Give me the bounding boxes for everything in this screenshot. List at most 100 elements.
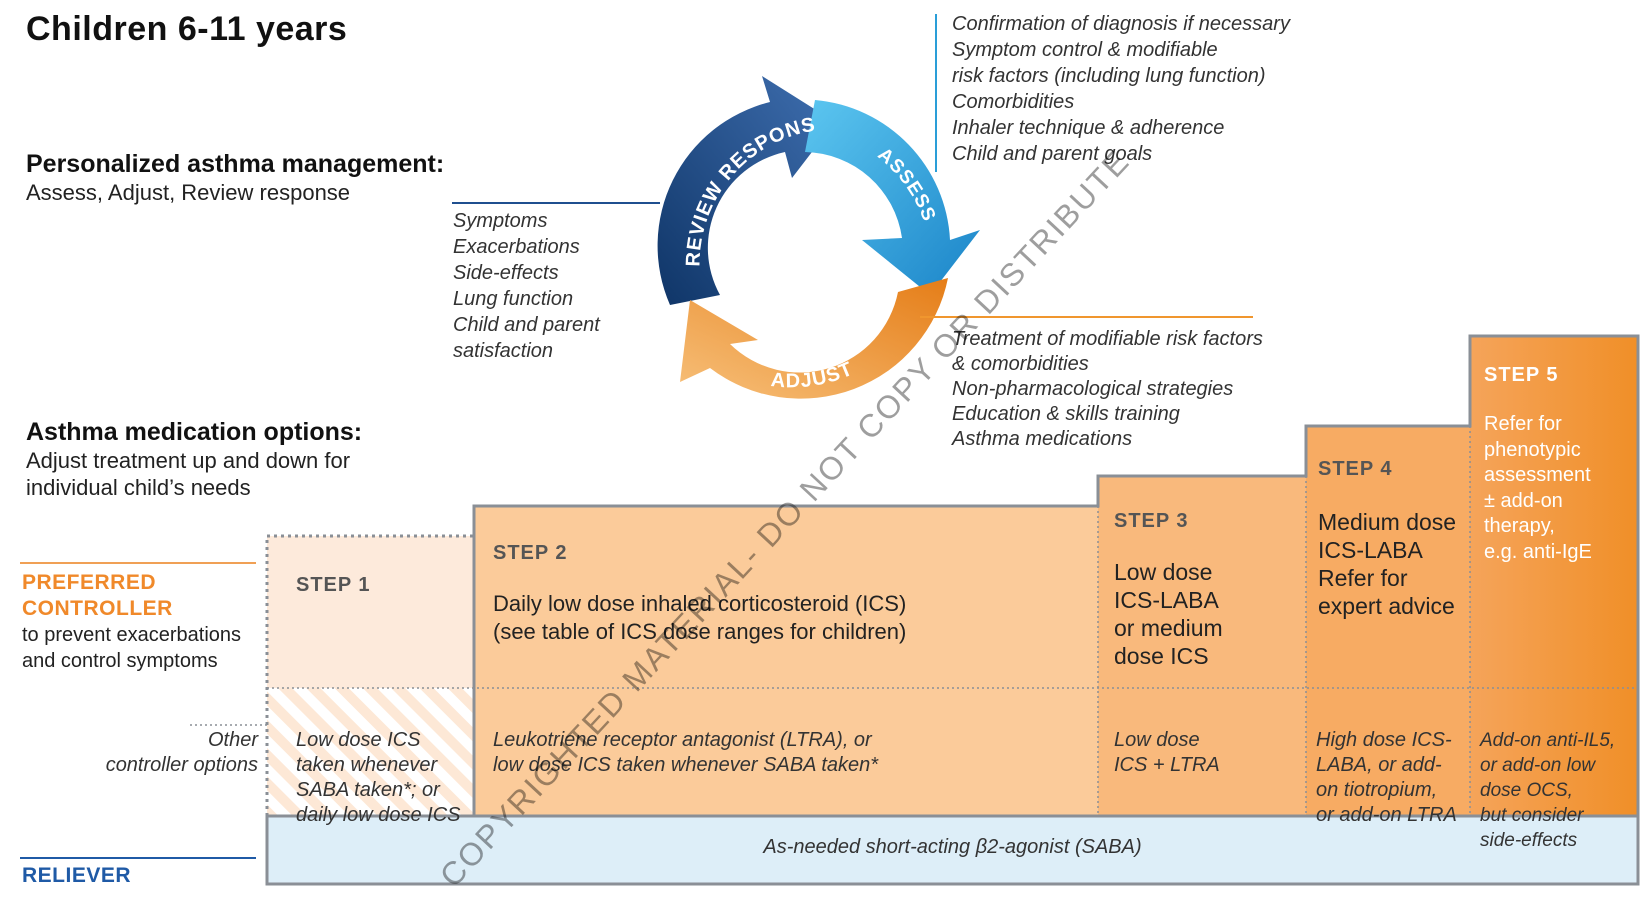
management-cycle-diagram: REVIEW RESPONSE ASSESS ADJUST <box>630 60 980 399</box>
list-item: Education & skills training <box>952 403 1180 425</box>
other-label-line: Other <box>207 729 258 751</box>
assess-arrow <box>805 100 980 295</box>
preferred-controller-description: to prevent exacerbations and control sym… <box>22 622 241 674</box>
other-controller-options-label: Other controller options <box>60 728 258 778</box>
other-label-line: controller options <box>105 754 258 776</box>
other-option-line: low dose ICS taken whenever SABA taken* <box>493 754 879 776</box>
other-option-line: Add-on anti-IL5, <box>1480 730 1616 751</box>
list-item: Comorbidities <box>952 91 1075 113</box>
preferred-line: dose ICS <box>1114 643 1209 669</box>
step-4-other-options: High dose ICS- LABA, or add- on tiotropi… <box>1316 728 1457 828</box>
list-item: Side-effects <box>453 262 559 284</box>
review-items-list: Symptoms Exacerbations Side-effects Lung… <box>453 208 600 364</box>
preferred-line: Daily low dose inhaled corticosteroid (I… <box>493 591 907 616</box>
list-item: Symptom control & modifiable <box>952 39 1218 61</box>
medication-line: individual child’s needs <box>26 475 251 500</box>
list-item: satisfaction <box>453 340 554 362</box>
list-item: Child and parent goals <box>952 143 1153 165</box>
preferred-line: ± add-on <box>1484 489 1563 512</box>
adjust-connector-line <box>920 316 1253 318</box>
preferred-controller-label: PREFERRED CONTROLLER <box>22 570 173 622</box>
medication-heading: Asthma medication options: <box>26 418 363 446</box>
other-option-line: Low dose <box>1114 729 1200 751</box>
step-4-preferred: Medium dose ICS-LABA Refer for expert ad… <box>1318 508 1456 620</box>
other-option-line: High dose ICS- <box>1316 729 1452 751</box>
assess-items-list: Confirmation of diagnosis if necessary S… <box>952 11 1290 167</box>
step-5-heading: STEP 5 <box>1484 364 1559 386</box>
step-3-preferred: Low dose ICS-LABA or medium dose ICS <box>1114 558 1223 670</box>
preferred-line: ICS-LABA <box>1114 587 1219 613</box>
list-item: Treatment of modifiable risk factors <box>952 328 1263 350</box>
list-item: Lung function <box>453 288 574 310</box>
other-option-line: or add-on LTRA <box>1316 804 1457 826</box>
preferred-label-line: CONTROLLER <box>22 597 173 620</box>
step-5-preferred: Refer for phenotypic assessment ± add-on… <box>1484 412 1592 565</box>
step-1-other-options: Low dose ICS taken whenever SABA taken*;… <box>296 728 461 828</box>
other-option-line: daily low dose ICS <box>296 804 461 826</box>
step-2-preferred: Daily low dose inhaled corticosteroid (I… <box>493 590 906 646</box>
preferred-line: Refer for <box>1484 413 1562 435</box>
step-1-outline <box>265 534 474 816</box>
list-item: Asthma medications <box>952 428 1133 450</box>
adjust-items-list: Treatment of modifiable risk factors & c… <box>952 327 1263 452</box>
other-option-line: SABA taken*; or <box>296 779 440 801</box>
other-option-line: dose OCS, <box>1480 780 1573 801</box>
other-option-line: or add-on low <box>1480 755 1596 776</box>
preferred-line: therapy, <box>1484 515 1555 537</box>
step-4-heading: STEP 4 <box>1318 458 1393 480</box>
other-option-line: taken whenever <box>296 754 438 776</box>
reliever-text: As-needed short-acting β2-agonist (SABA) <box>763 836 1142 858</box>
list-item: Child and parent <box>453 314 600 336</box>
step-1-heading: STEP 1 <box>296 574 371 596</box>
reliever-bar <box>265 814 1640 886</box>
review-connector-line <box>452 202 660 204</box>
step-3-other-options: Low dose ICS + LTRA <box>1114 728 1220 778</box>
step-5-other-options: Add-on anti-IL5, or add-on low dose OCS,… <box>1480 728 1615 853</box>
preferred-line: e.g. anti-IgE <box>1484 540 1592 563</box>
preferred-line: Low dose <box>1114 559 1213 585</box>
preferred-line: phenotypic <box>1484 438 1581 461</box>
medication-description: Adjust treatment up and down for individ… <box>26 447 350 501</box>
preferred-line: (see table of ICS dose ranges for childr… <box>493 619 907 644</box>
step-1-other-stripes <box>267 688 474 816</box>
page-title: Children 6-11 years <box>26 10 348 48</box>
step-3-box <box>1098 476 1306 816</box>
preferred-line: assessment <box>1484 464 1591 486</box>
preferred-line: or medium <box>1114 615 1223 641</box>
list-item: Inhaler technique & adherence <box>952 117 1225 139</box>
list-item: & comorbidities <box>952 353 1089 375</box>
preferred-line: Medium dose <box>1318 509 1457 535</box>
step-2-heading: STEP 2 <box>493 542 568 564</box>
other-option-line: side-effects <box>1480 830 1578 851</box>
assess-connector-line <box>935 14 937 172</box>
list-item: Non-pharmacological strategies <box>952 378 1234 400</box>
preferred-desc-line: and control symptoms <box>22 650 218 672</box>
preferred-line: expert advice <box>1318 593 1455 619</box>
list-item: Symptoms <box>453 210 548 232</box>
list-item: risk factors (including lung function) <box>952 65 1266 87</box>
adjust-arrow <box>680 278 948 399</box>
step-3-heading: STEP 3 <box>1114 510 1189 532</box>
list-item: Exacerbations <box>453 236 580 258</box>
step-2-box <box>474 506 1098 816</box>
step-2-other-options: Leukotriene receptor antagonist (LTRA), … <box>493 728 878 778</box>
staircase-outline <box>472 334 1640 816</box>
review-response-arrow <box>657 76 835 305</box>
other-option-line: but consider <box>1480 805 1584 826</box>
management-subtitle: Assess, Adjust, Review response <box>26 180 351 205</box>
other-option-line: Leukotriene receptor antagonist (LTRA), … <box>493 729 872 751</box>
other-option-line: Low dose ICS <box>296 729 421 751</box>
preferred-desc-line: to prevent exacerbations <box>22 624 242 646</box>
other-option-line: ICS + LTRA <box>1114 754 1220 776</box>
list-item: Confirmation of diagnosis if necessary <box>952 13 1290 35</box>
step-5-box <box>1470 336 1638 816</box>
other-option-line: on tiotropium, <box>1316 779 1438 801</box>
step-4-box <box>1306 426 1470 816</box>
management-heading: Personalized asthma management: <box>26 150 445 178</box>
preferred-line: ICS-LABA <box>1318 537 1423 563</box>
other-option-line: LABA, or add- <box>1316 754 1442 776</box>
preferred-line: Refer for <box>1318 565 1408 591</box>
medication-line: Adjust treatment up and down for <box>26 448 351 473</box>
reliever-label: RELIEVER <box>22 864 132 887</box>
